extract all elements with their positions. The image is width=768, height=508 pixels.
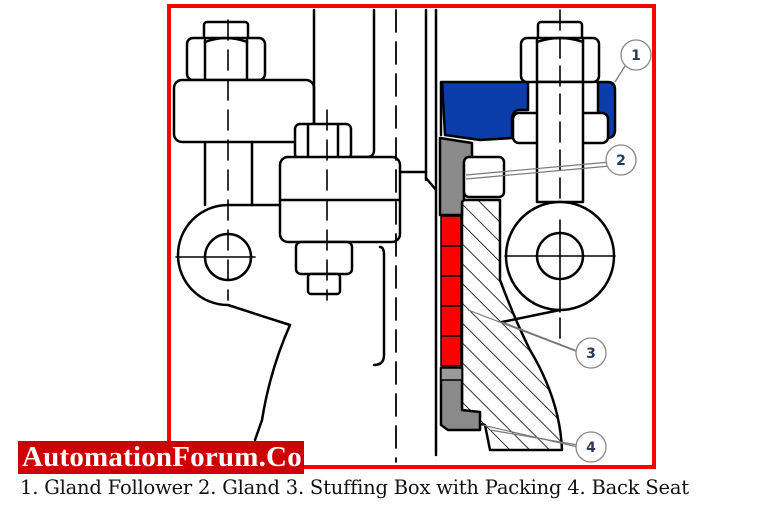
callout-1: 1 <box>620 39 652 71</box>
left-yoke-arm <box>172 78 316 144</box>
left-nut-bottom <box>294 240 354 296</box>
svg-text:1: 1 <box>631 48 641 64</box>
callout-2: 2 <box>605 144 637 176</box>
stuffing-box <box>460 198 564 452</box>
svg-text:2: 2 <box>616 153 626 169</box>
svg-text:3: 3 <box>586 346 596 362</box>
callout-leaders <box>465 65 626 448</box>
left-nut-top <box>185 20 267 82</box>
callout-3: 3 <box>575 337 607 369</box>
left-eye-lug <box>176 203 292 327</box>
figure-caption: 1. Gland Follower 2. Gland 3. Stuffing B… <box>20 476 689 499</box>
gland-follower <box>440 80 530 142</box>
highlight-frame <box>167 4 656 469</box>
packing-rings <box>440 215 462 367</box>
svg-text:4: 4 <box>586 440 596 456</box>
right-bolt <box>511 9 610 341</box>
watermark-logo: AutomationForum.Co <box>18 441 304 474</box>
left-nut-mid <box>293 122 353 161</box>
callout-4: 4 <box>575 431 607 463</box>
